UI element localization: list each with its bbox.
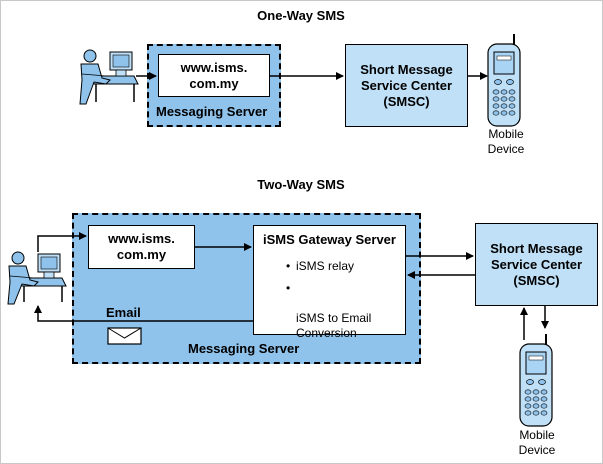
- gateway-server-box: iSMS Gateway Server: [253, 225, 406, 335]
- user-at-computer-icon: [79, 49, 139, 105]
- bullet-text: iSMS relay: [296, 259, 355, 273]
- bullet-dot: •: [286, 281, 291, 295]
- one-way-device-caption: Mobile Device: [487, 127, 525, 156]
- envelope-icon: [107, 327, 142, 345]
- user-at-computer-icon: [7, 251, 67, 305]
- bullet-text: iSMS to Email Conversion: [296, 311, 372, 340]
- one-way-website-box: www.isms. com.my: [158, 54, 270, 97]
- two-way-email-return-arrow: [34, 305, 253, 322]
- two-way-smsc-box: Short Message Service Center (SMSC): [475, 223, 598, 306]
- mobile-phone-icon: [487, 34, 521, 127]
- mobile-phone-icon: [519, 334, 553, 427]
- gateway-bullet-email-conversion: • iSMS to Email Conversion: [286, 281, 372, 341]
- one-way-smsc-box: Short Message Service Center (SMSC): [345, 44, 468, 127]
- gateway-bullet-relay: • iSMS relay: [286, 259, 355, 274]
- two-way-title: Two-Way SMS: [257, 177, 345, 192]
- one-way-title: One-Way SMS: [257, 8, 345, 23]
- one-way-server-label: Messaging Server: [156, 104, 268, 119]
- bullet-dot: •: [286, 259, 291, 273]
- two-way-server-label: Messaging Server: [188, 341, 300, 356]
- two-way-device-caption: Mobile Device: [518, 428, 556, 457]
- gateway-server-title: iSMS Gateway Server: [263, 232, 396, 247]
- two-way-user-to-website-arrow: [37, 232, 87, 252]
- email-label: Email: [106, 305, 141, 320]
- two-way-website-box: www.isms. com.my: [88, 225, 195, 269]
